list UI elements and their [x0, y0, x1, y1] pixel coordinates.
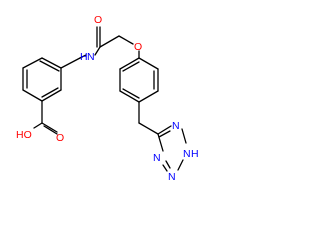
molecule-structure-diagram: O N H O HO O N N H N N	[16, 14, 199, 183]
bond	[41, 57, 62, 69]
bond	[122, 88, 140, 99]
bond	[138, 122, 159, 135]
bond	[41, 122, 58, 133]
ether-oxygen-label: O	[134, 41, 142, 53]
bond	[162, 164, 168, 172]
bond	[181, 128, 187, 144]
bond	[22, 89, 43, 102]
bond	[99, 35, 120, 48]
carbonyl-oxygen-label: O	[94, 14, 102, 26]
bond	[119, 57, 140, 70]
bond	[138, 90, 159, 103]
bond	[138, 57, 159, 70]
bond	[39, 60, 60, 72]
bond	[94, 46, 101, 56]
bond	[33, 122, 43, 129]
tetrazole-n1-label: N	[172, 120, 180, 132]
amide-hydrogen-label: H	[80, 51, 88, 63]
tetrazole-n2-label: N	[183, 148, 191, 160]
bond	[157, 125, 172, 135]
bond	[157, 133, 164, 152]
tetrazole-n4-label: N	[153, 152, 161, 164]
bond	[165, 160, 171, 169]
bond	[43, 125, 58, 135]
bond	[119, 90, 140, 103]
bond	[41, 89, 62, 102]
bond	[22, 57, 43, 69]
tetrazole-n3-label: N	[168, 171, 176, 183]
tetrazole-hydrogen-label: H	[191, 148, 199, 160]
bond	[41, 87, 59, 98]
bond	[122, 61, 140, 72]
bond	[177, 159, 184, 171]
atom-labels: O N H O HO O N N H N N	[16, 14, 199, 183]
acid-hydroxyl-label: HO	[16, 129, 32, 141]
acid-oxygen-label: O	[56, 132, 64, 144]
bond	[158, 130, 171, 138]
bond	[79, 54, 87, 59]
bond	[60, 57, 81, 69]
amide-nitrogen-label: N	[87, 51, 95, 63]
bond	[118, 35, 134, 45]
bond-lines	[22, 26, 187, 172]
